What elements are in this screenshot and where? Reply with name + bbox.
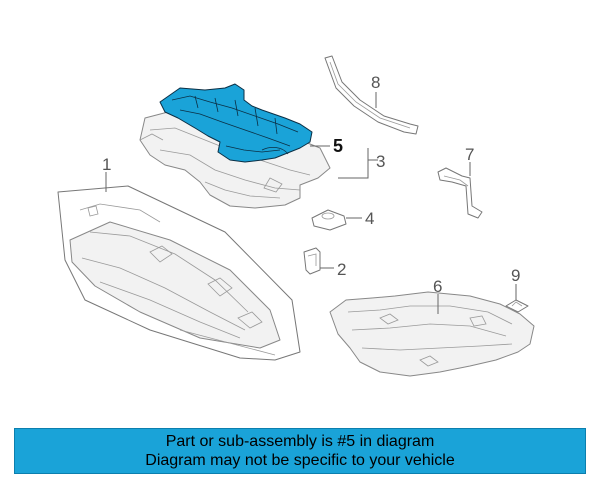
part-8-bracket — [324, 55, 419, 135]
banner-line-1: Part or sub-assembly is #5 in diagram — [165, 433, 435, 450]
leader-lines — [105, 92, 517, 314]
part-9-clip — [505, 299, 529, 313]
part-6-underbody-shield — [329, 291, 535, 377]
callout-7: 7 — [465, 145, 474, 164]
banner-line-2: Diagram may not be specific to your vehi… — [145, 452, 455, 469]
part-7-bracket — [437, 167, 483, 219]
callout-5: 5 — [333, 136, 343, 156]
callout-6: 6 — [433, 277, 442, 296]
part-5-highlighted-bracket — [159, 83, 313, 163]
part-4-nut — [311, 209, 347, 231]
callout-8: 8 — [371, 73, 380, 92]
callout-3: 3 — [376, 152, 385, 171]
part-2-clip — [303, 247, 321, 275]
callout-2: 2 — [337, 260, 346, 279]
callout-1: 1 — [102, 155, 111, 174]
parts-diagram: 1 2 3 4 5 6 7 8 9 — [57, 55, 535, 377]
part-1-air-deflector — [57, 185, 301, 361]
callout-9: 9 — [511, 266, 520, 285]
callout-4: 4 — [365, 209, 374, 228]
part-info-banner: Part or sub-assembly is #5 in diagram Di… — [14, 428, 586, 474]
